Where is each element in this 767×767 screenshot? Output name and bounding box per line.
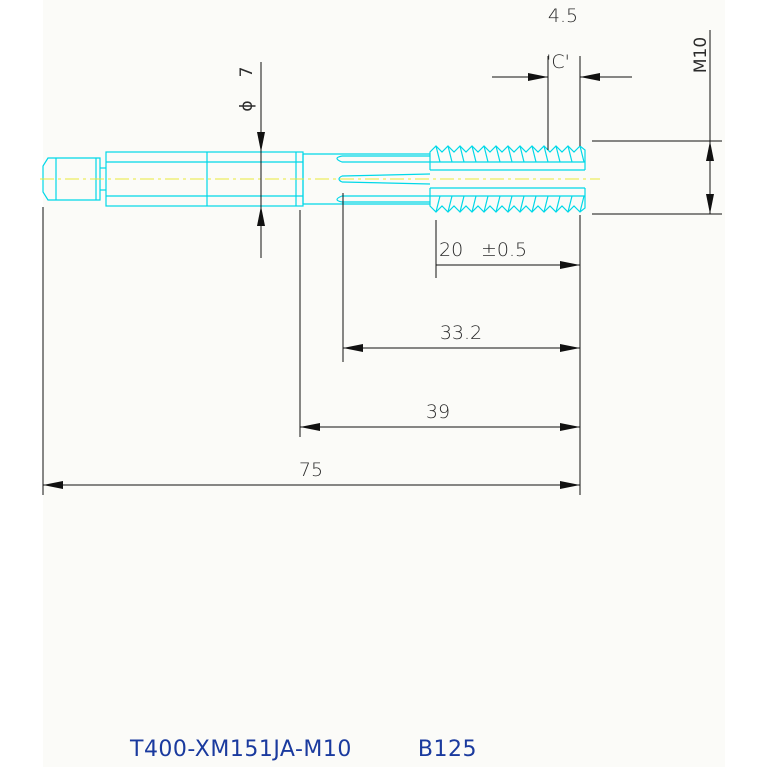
part-code-label: T400-XM151JA-M10 B125 [130,737,477,762]
diameter-value: 7 [237,67,257,78]
flute-length-value: 33.2 [440,322,482,344]
thread-size-label: M10 [691,37,711,73]
part-number: T400-XM151JA-M10 [130,737,352,762]
body-length-value: 39 [426,401,450,423]
diameter-symbol: ϕ [237,100,257,111]
overall-length-value: 75 [299,459,323,481]
dimension-lines [42,30,722,495]
thread-length-tolerance: ±0.5 [481,239,527,261]
drawing-sheet [43,0,725,767]
thread-length-value: 20 [439,239,463,261]
chamfer-dimension: 4.5 [548,5,578,27]
chamfer-c-label: 'C' [546,51,570,73]
part-code: B125 [417,737,477,762]
tap-body-outline [42,145,586,213]
